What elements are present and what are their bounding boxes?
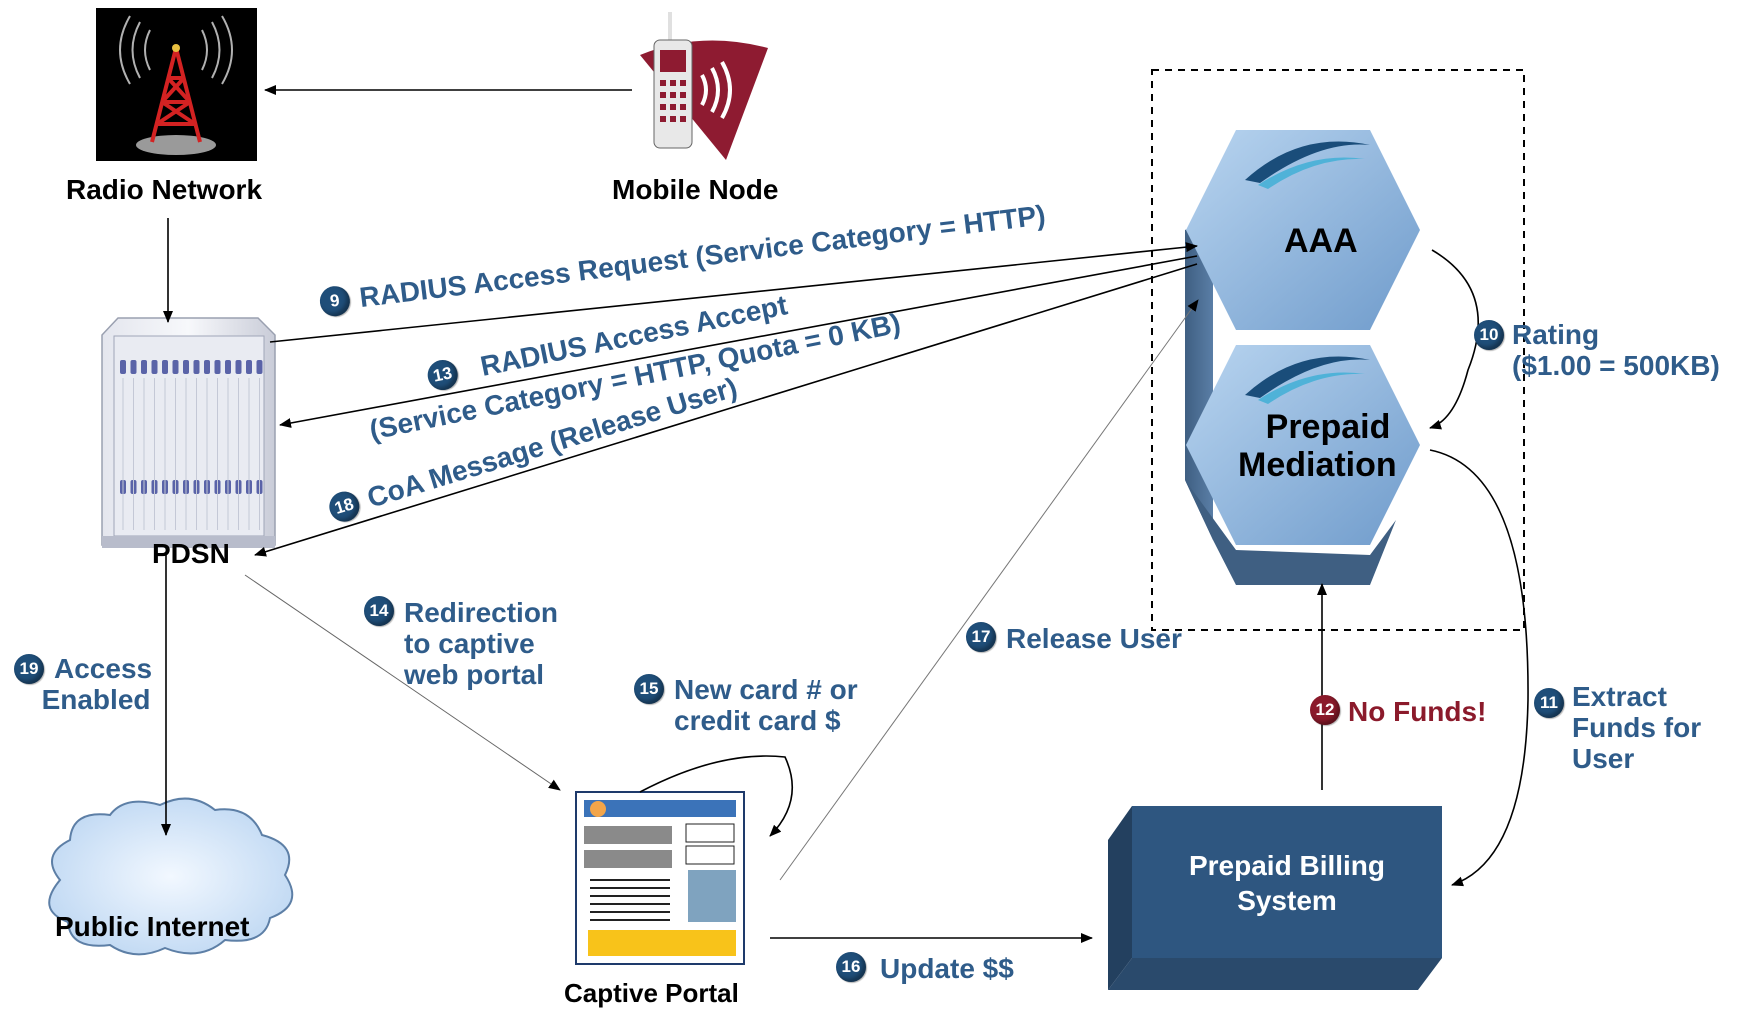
- arrow-15-loop: [639, 755, 793, 837]
- step-14-line2: to captive: [404, 628, 535, 659]
- step-14-line3: web portal: [404, 659, 545, 690]
- aaa-boundary: [1151, 69, 1525, 631]
- step-19-text: Access Enabled: [40, 653, 153, 715]
- prepaid-mediation-hexagon: [1185, 340, 1420, 585]
- step-12-badge: 12: [1310, 695, 1340, 725]
- prepaid-mediation-line1: Prepaid: [1265, 408, 1391, 446]
- step-11-line2: Funds for: [1572, 712, 1702, 743]
- step-19-line1: Access: [54, 653, 153, 684]
- step-14-badge: 14: [364, 596, 394, 626]
- prepaid-mediation-line2: Mediation: [1238, 446, 1397, 484]
- step-15-line1: New card # or: [674, 674, 858, 705]
- step-17-text: Release User: [1006, 623, 1182, 654]
- step-9-badge: 9: [318, 284, 352, 318]
- step-10-line2: ($1.00 = 500KB): [1512, 350, 1720, 381]
- step-13-badge: 13: [425, 357, 461, 393]
- step-12-text: No Funds!: [1348, 696, 1487, 727]
- step-11-text: Extract Funds for User: [1572, 681, 1701, 774]
- aaa-label: AAA: [1284, 222, 1358, 260]
- step-16-text: Update $$: [880, 953, 1014, 984]
- prepaid-billing-box: [1108, 806, 1442, 990]
- public-internet-label: Public Internet: [55, 911, 250, 942]
- step-11-badge: 11: [1534, 688, 1564, 718]
- prepaid-mediation-label: Prepaid: [1248, 408, 1408, 446]
- arrow-18-coa: [254, 263, 1198, 557]
- pdsn-server-icon: [101, 317, 276, 548]
- arrow-11-extract: [1429, 449, 1529, 887]
- step-16-badge: 16: [836, 952, 866, 982]
- radio-network-label: Radio Network: [66, 174, 263, 205]
- step-15-badge: 15: [634, 674, 664, 704]
- mobile-node-label: Mobile Node: [612, 174, 779, 205]
- mobile-phone-icon: [640, 12, 768, 160]
- step-19-line2: Enabled: [41, 684, 151, 715]
- prepaid-billing-line1: Prepaid Billing: [1188, 850, 1386, 881]
- step-11-line1: Extract: [1572, 681, 1667, 712]
- step-11-line3: User: [1572, 743, 1635, 774]
- arrow-10-rating: [1429, 249, 1480, 430]
- arrow-13-accept: [279, 255, 1198, 428]
- step-15-text: New card # or credit card $: [674, 674, 858, 736]
- step-19-badge: 19: [14, 654, 44, 684]
- prepaid-billing-line2: System: [1237, 885, 1337, 916]
- step-10-line1: Rating: [1512, 319, 1600, 350]
- internet-cloud-icon: [48, 797, 294, 956]
- prepaid-billing-label: Prepaid Billing System: [1132, 848, 1442, 918]
- arrow-14-redirect: [244, 574, 561, 791]
- arrow-9-request: [269, 242, 1198, 343]
- pdsn-label: PDSN: [152, 538, 230, 569]
- step-17-badge: 17: [966, 622, 996, 652]
- arrow-17-release: [779, 299, 1199, 881]
- step-14-line1: Redirection: [404, 597, 559, 628]
- captive-portal-icon: [575, 791, 745, 965]
- step-14-text: Redirection to captive web portal: [404, 597, 558, 690]
- step-15-line2: credit card $: [674, 705, 841, 736]
- step-10-text: Rating ($1.00 = 500KB): [1512, 319, 1720, 381]
- captive-portal-label: Captive Portal: [564, 978, 739, 1008]
- step-10-badge: 10: [1474, 320, 1504, 350]
- radio-tower-icon: [96, 8, 257, 161]
